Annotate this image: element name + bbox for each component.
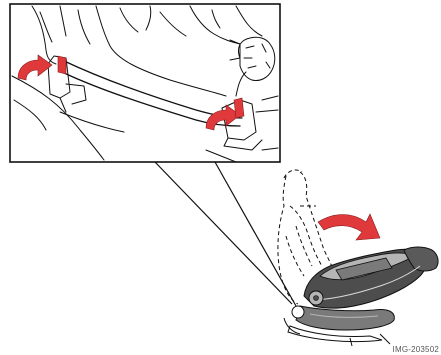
seat-cushion xyxy=(296,306,394,330)
fold-direction-arrow-icon xyxy=(318,214,380,240)
seat-hinge-knob xyxy=(292,306,304,318)
callout-line-left xyxy=(155,162,292,304)
callout-line-right xyxy=(215,162,296,306)
main-seat-illustration xyxy=(278,170,438,346)
folded-seatback xyxy=(304,247,438,308)
inset-detail-view xyxy=(10,4,296,306)
image-id-label: IMG-203502 xyxy=(393,345,439,354)
